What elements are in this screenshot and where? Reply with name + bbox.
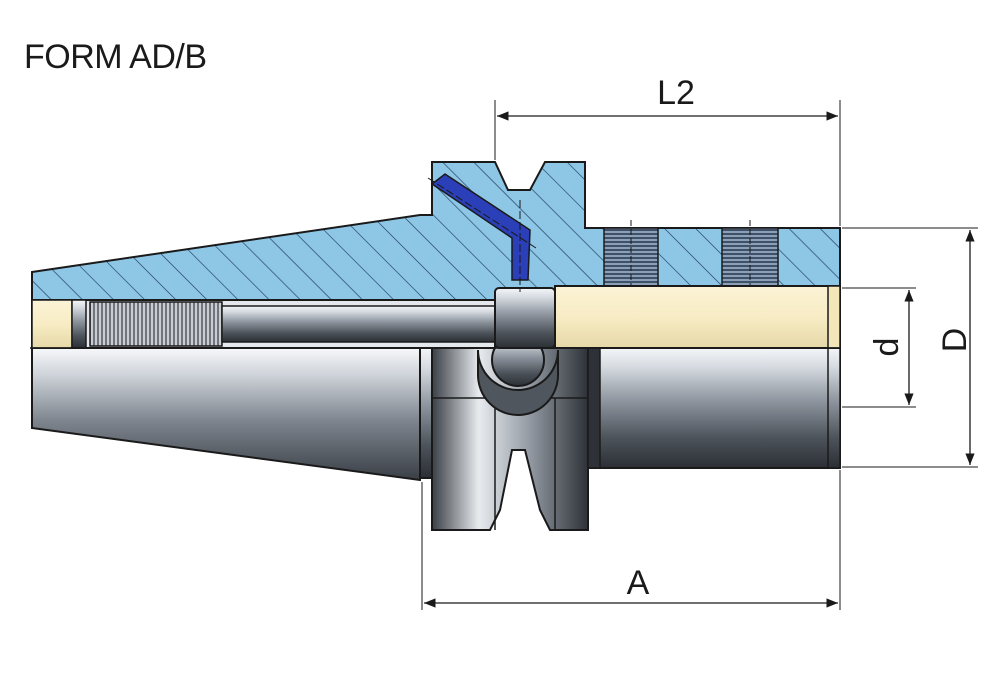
drawing-title: FORM AD/B [24,38,207,76]
drive-slot [477,349,559,416]
dim-a-label: A [627,564,650,602]
dim-d-label: d [868,338,906,357]
taper-external [31,347,421,482]
coolant-bolt [430,173,531,281]
dim-D-label: D [936,328,974,353]
dim-l2-label: L2 [657,74,695,112]
internal-thread [89,301,223,347]
clamp-screw [494,287,556,349]
shank-external [587,347,841,469]
flange-lower-left [419,347,433,479]
bore [554,285,841,349]
